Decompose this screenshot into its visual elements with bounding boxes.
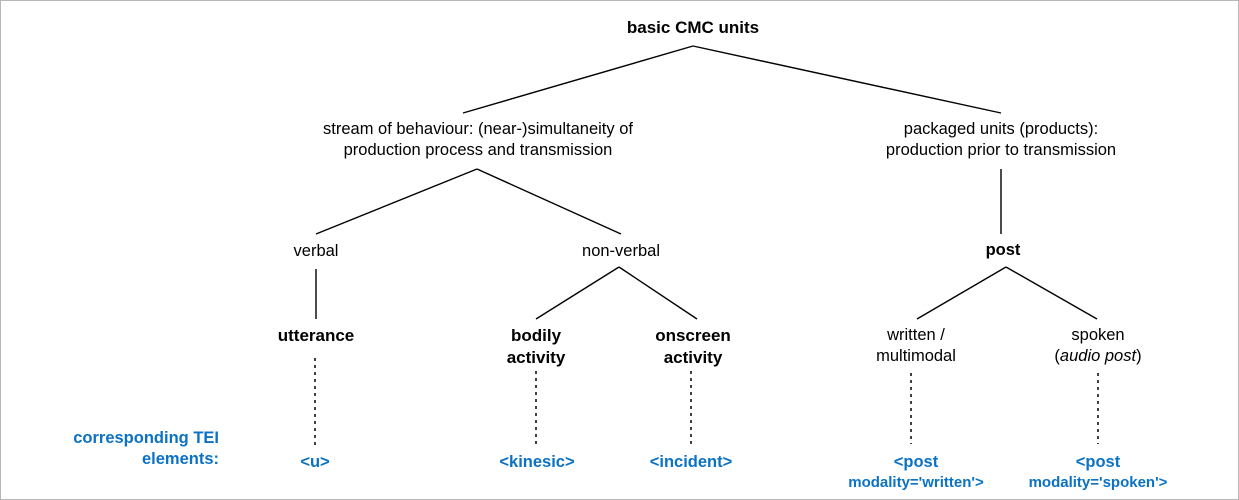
tei-element-post-spoken-line1: <post (1075, 453, 1121, 471)
paren-open: ( (1054, 347, 1060, 366)
node-written-multimodal-line1: written / (887, 326, 945, 344)
node-packaged-units-line2: production prior to transmission (885, 141, 1117, 160)
edge-nonverbal-to-onscreen (618, 266, 698, 320)
tei-element-post-spoken: <post modality='spoken'> (1029, 452, 1168, 493)
node-bodily-activity-line2: activity (506, 348, 566, 368)
node-packaged-units-line1: packaged units (products): (903, 120, 1099, 138)
edge-stream-to-verbal (315, 168, 478, 235)
node-spoken-audio-post-line1: spoken (1071, 326, 1125, 344)
tei-element-post-spoken-line2: modality='spoken'> (1028, 474, 1168, 492)
tei-legend: corresponding TEI elements: (29, 428, 219, 471)
node-basic-cmc-units-label: basic CMC units (626, 18, 760, 37)
node-written-multimodal: written / multimodal (876, 325, 956, 368)
edge-stream-to-nonverbal (476, 168, 622, 235)
tei-element-kinesic: <kinesic> (499, 452, 574, 473)
node-post: post (986, 240, 1021, 261)
edge-post-to-spoken (1005, 266, 1098, 320)
node-basic-cmc-units: basic CMC units (627, 17, 759, 39)
node-spoken-audio-post-line2: (audio post) (1054, 346, 1141, 367)
tei-element-post-written-line1: <post (893, 453, 939, 471)
node-non-verbal-label: non-verbal (582, 242, 660, 260)
edge-nonverbal-to-bodily (535, 266, 620, 320)
tei-element-kinesic-label: <kinesic> (499, 453, 575, 471)
tei-legend-line2: elements: (141, 450, 219, 469)
node-post-label: post (985, 241, 1021, 259)
node-non-verbal: non-verbal (582, 241, 660, 262)
edge-post-to-written (916, 266, 1007, 320)
node-stream-of-behaviour-line1: stream of behaviour: (near-)simultaneity… (323, 120, 633, 138)
node-written-multimodal-line2: multimodal (876, 347, 956, 366)
tei-element-u: <u> (300, 452, 329, 473)
tei-element-post-written-line2: modality='written'> (848, 474, 984, 492)
node-onscreen-activity: onscreen activity (655, 325, 731, 369)
paren-close: ) (1136, 347, 1142, 366)
node-onscreen-activity-line1: onscreen (655, 326, 731, 345)
node-spoken-audio-post: spoken (audio post) (1054, 325, 1141, 368)
tei-legend-line1: corresponding TEI (73, 429, 219, 447)
node-bodily-activity-line1: bodily (510, 326, 562, 345)
node-packaged-units: packaged units (products): production pr… (886, 119, 1116, 162)
tei-element-incident-label: <incident> (649, 453, 733, 471)
tei-element-incident: <incident> (650, 452, 733, 473)
node-bodily-activity: bodily activity (507, 325, 566, 369)
node-stream-of-behaviour: stream of behaviour: (near-)simultaneity… (323, 119, 633, 162)
tei-element-post-written: <post modality='written'> (848, 452, 984, 493)
node-utterance-label: utterance (277, 326, 355, 345)
edge-root-to-stream (462, 45, 694, 114)
node-verbal: verbal (294, 241, 339, 262)
node-utterance: utterance (278, 325, 355, 347)
tei-element-u-label: <u> (300, 453, 330, 471)
node-onscreen-activity-line2: activity (663, 348, 723, 368)
node-verbal-label: verbal (293, 242, 339, 260)
node-stream-of-behaviour-line2: production process and transmission (343, 141, 613, 160)
audio-post-italic: audio post (1059, 347, 1137, 366)
edge-root-to-packaged (692, 45, 1002, 114)
